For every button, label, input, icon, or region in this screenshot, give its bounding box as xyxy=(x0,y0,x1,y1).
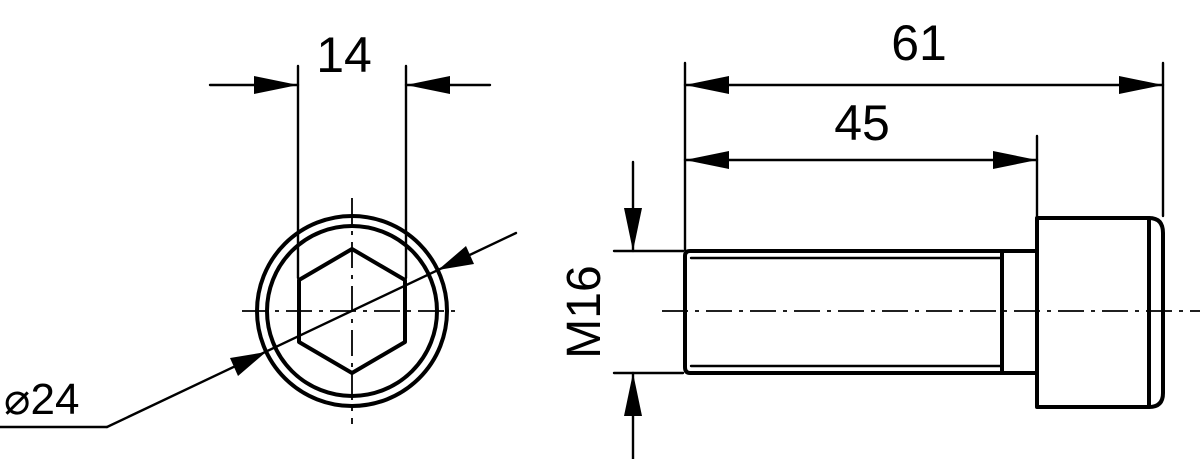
side-view: 61 45 M16 xyxy=(558,15,1200,459)
thread-size-label: M16 xyxy=(558,265,611,358)
diameter-label: ⌀24 xyxy=(4,375,79,424)
thread-size-arrow-bottom xyxy=(624,373,642,416)
overall-arrow-right xyxy=(1119,76,1163,94)
diameter-arrow-lower xyxy=(230,352,266,376)
thread-arrow-left xyxy=(685,151,729,169)
thread-arrow-right xyxy=(993,151,1037,169)
overall-length-label: 61 xyxy=(891,15,947,71)
hex-socket xyxy=(297,247,407,375)
hex-arrow-right xyxy=(406,76,450,94)
overall-arrow-left xyxy=(685,76,729,94)
diameter-arrow-upper xyxy=(438,246,474,270)
hex-width-label: 14 xyxy=(316,27,372,83)
thread-size-arrow-top xyxy=(624,208,642,251)
head-outer-circle xyxy=(255,214,449,408)
thread-length-label: 45 xyxy=(834,95,890,151)
bolt-head xyxy=(1035,216,1165,409)
end-view: 14 ⌀24 xyxy=(0,27,518,429)
bolt-shank xyxy=(683,249,1039,375)
head-chamfer-circle xyxy=(265,224,439,398)
hex-arrow-left xyxy=(254,76,298,94)
